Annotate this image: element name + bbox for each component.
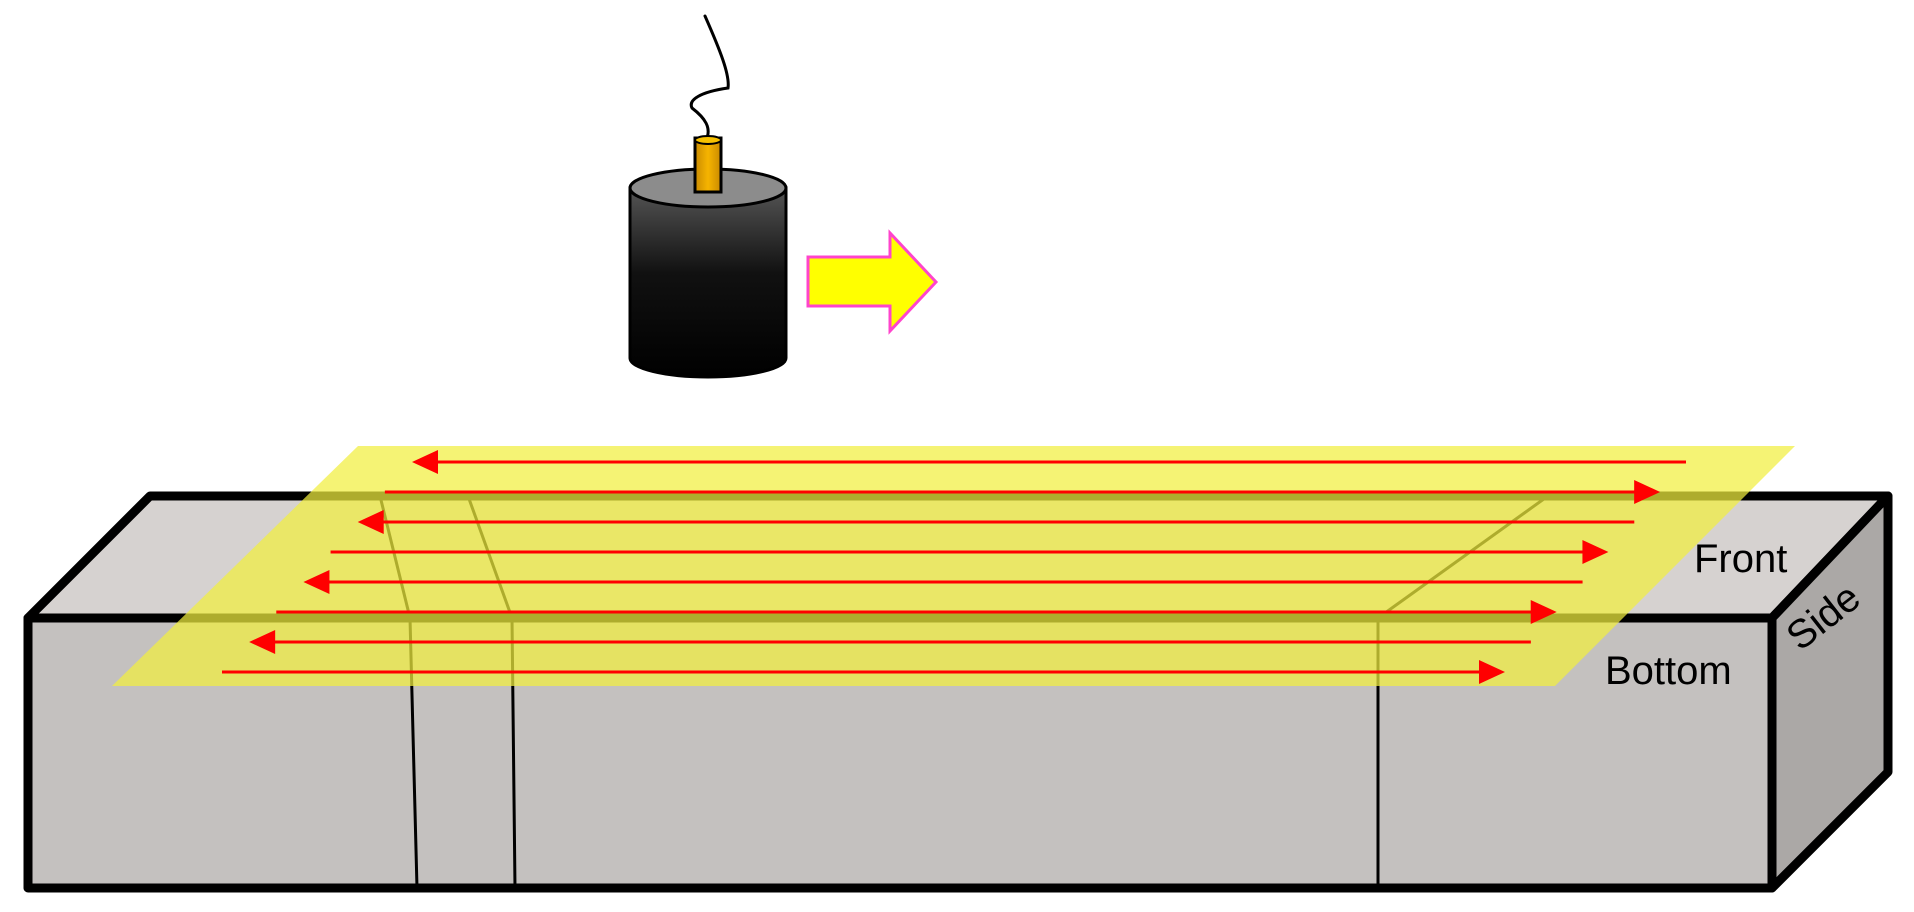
front-label: Front xyxy=(1694,537,1787,581)
probe-connector xyxy=(693,136,723,194)
scan-plane xyxy=(112,446,1795,686)
scan-arrowhead xyxy=(357,510,384,534)
probe-body xyxy=(628,186,788,379)
scan-arrowhead xyxy=(1479,660,1505,684)
scan-arrowhead xyxy=(1582,540,1609,564)
scan-arrowhead xyxy=(412,450,438,474)
scan-arrowhead xyxy=(249,630,276,654)
scan-arrowhead xyxy=(1634,480,1661,504)
bottom-label: Bottom xyxy=(1605,649,1732,693)
ultrasonic-transducer-icon xyxy=(628,14,788,379)
scan-arrowhead xyxy=(1530,600,1557,624)
scan-arrowhead xyxy=(303,570,330,594)
scan-path xyxy=(222,450,1686,684)
right-arrow-icon xyxy=(806,229,939,335)
probe-cable xyxy=(689,14,730,142)
